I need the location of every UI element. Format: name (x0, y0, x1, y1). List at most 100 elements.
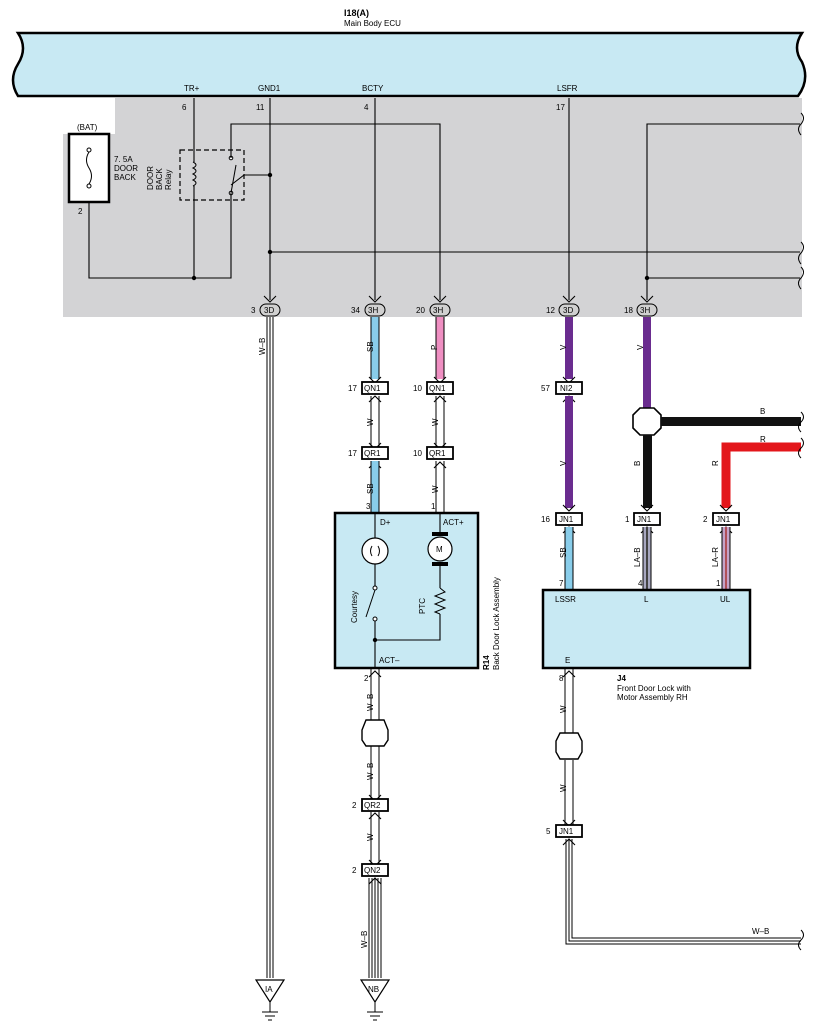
svg-text:2: 2 (703, 515, 708, 524)
wire-label-w6: W (559, 784, 568, 792)
svg-text:W–B: W–B (258, 338, 267, 355)
svg-text:5: 5 (546, 827, 551, 836)
wire-label-v1: V (559, 344, 568, 350)
pin-label-trplus: TR+ (184, 84, 200, 93)
j4-pin-e: 8 (559, 674, 564, 683)
svg-text:V: V (559, 344, 568, 350)
r14-pin-actminus: 2 (364, 674, 369, 683)
wire-r14-ground (370, 668, 380, 866)
relay-label: DOOR BACK Relay (146, 166, 173, 190)
fuse-name-2: BACK (114, 173, 136, 182)
svg-text:SB: SB (366, 341, 375, 352)
wire-violet-2 (565, 396, 573, 508)
j4-id: J4 (617, 674, 626, 683)
ecu-id: I18(A) (344, 8, 369, 18)
ecu-connector-3h-a: 3H 34 (351, 295, 386, 317)
ecu-connector-3h-b: 3H 20 (416, 295, 451, 317)
wire-label-b-v: B (633, 461, 642, 466)
j4-body (541, 588, 752, 670)
svg-text:18: 18 (624, 306, 633, 315)
svg-text:10: 10 (413, 449, 422, 458)
wire-label-p1: P (430, 345, 439, 350)
wire-j4-ground (564, 668, 574, 825)
svg-text:QR2: QR2 (364, 801, 381, 810)
junction-qn1-a: QN1 17 (348, 381, 389, 395)
pin-label-lsfr: LSFR (557, 84, 578, 93)
svg-text:W: W (559, 705, 568, 713)
junction-qr1-a: QR1 17 (348, 446, 389, 460)
wire-wb-j4-ground (565, 839, 804, 951)
j4-pin-ul: 1 (716, 579, 721, 588)
svg-text:17: 17 (348, 384, 357, 393)
wire-violet-3 (643, 317, 651, 409)
svg-text:QN1: QN1 (364, 384, 381, 393)
svg-text:20: 20 (416, 306, 425, 315)
svg-text:3D: 3D (563, 306, 573, 315)
svg-text:V: V (559, 460, 568, 466)
wire-sb-upper (371, 317, 379, 379)
svg-text:2: 2 (352, 866, 357, 875)
wire-break (798, 437, 804, 459)
r14-body (333, 511, 480, 670)
svg-text:Relay: Relay (164, 170, 173, 190)
r14-label-actplus: ACT+ (443, 518, 464, 527)
ecu-connector-3d-b: 3D 12 (546, 295, 580, 317)
j4-label-lssr: LSSR (555, 595, 576, 604)
svg-text:SB: SB (366, 483, 375, 494)
wire-label-lar: LA–R (711, 547, 720, 567)
fuse-rating: 7. 5A (114, 155, 133, 164)
pin-num-17: 17 (556, 103, 565, 112)
r14-label-dplus: D+ (380, 518, 391, 527)
svg-text:NB: NB (368, 985, 379, 994)
svg-text:W: W (366, 833, 375, 841)
wire-wb-nb (368, 878, 382, 978)
svg-text:V: V (636, 344, 645, 350)
svg-text:JN1: JN1 (559, 827, 574, 836)
svg-text:1: 1 (625, 515, 630, 524)
j4-name-2: Motor Assembly RH (617, 693, 688, 702)
j4-name-1: Front Door Lock with (617, 684, 691, 693)
j4-label-ul: UL (720, 595, 731, 604)
pin-label-gnd1: GND1 (258, 84, 281, 93)
wire-label-wb4: W–B (360, 931, 369, 948)
ground-nb: NB (359, 979, 391, 1021)
sensor-icon (361, 537, 389, 565)
svg-text:16: 16 (541, 515, 550, 524)
svg-text:R: R (711, 460, 720, 466)
svg-text:LA–R: LA–R (711, 547, 720, 567)
r14-label-ptc: PTC (418, 598, 427, 614)
wire-la-r (721, 527, 731, 589)
splice-point-j4 (555, 732, 583, 760)
junction-jn1-b: JN1 1 (625, 512, 661, 526)
svg-text:3H: 3H (433, 306, 443, 315)
svg-text:3: 3 (251, 306, 256, 315)
r14-internal-wiring (372, 513, 441, 668)
wire-label-lab: LA–B (633, 547, 642, 567)
svg-text:10: 10 (413, 384, 422, 393)
svg-text:W: W (366, 418, 375, 426)
svg-text:SB: SB (559, 547, 568, 558)
pin-num-4: 4 (364, 103, 369, 112)
arrow-down (562, 504, 576, 512)
svg-text:W: W (431, 418, 440, 426)
courtesy-switch-icon (365, 585, 378, 622)
svg-text:17: 17 (348, 449, 357, 458)
splice-point (361, 719, 389, 747)
wire-label-b-h: B (760, 407, 765, 416)
r14-pin-actplus: 1 (431, 502, 436, 511)
svg-text:PTC: PTC (418, 598, 427, 614)
splice-point-b (632, 407, 662, 436)
j4-pin-l: 4 (638, 579, 643, 588)
j4-pin-lssr: 7 (559, 579, 564, 588)
junction-qr1-b: QR1 10 (413, 446, 454, 460)
svg-text:M: M (436, 545, 443, 554)
wire-black-h (661, 417, 801, 426)
arrow-up (562, 670, 576, 678)
motor-icon: M (427, 532, 453, 566)
svg-text:QN1: QN1 (429, 384, 446, 393)
wire-label-w3: W (431, 485, 440, 493)
svg-text:DOOR: DOOR (146, 166, 155, 190)
junction-jn1-d: JN1 5 (546, 824, 583, 838)
svg-text:3H: 3H (368, 306, 378, 315)
bat-label: (BAT) (77, 123, 98, 132)
